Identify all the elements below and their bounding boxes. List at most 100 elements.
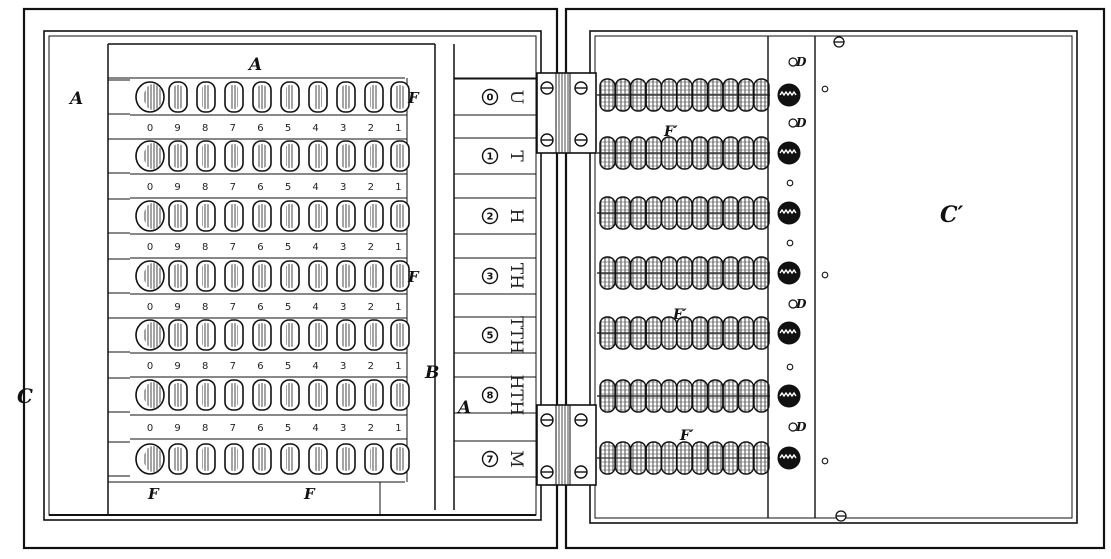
bead <box>280 140 300 172</box>
counter-bead <box>630 316 647 350</box>
place-number-circle <box>481 267 499 285</box>
digit-label: 2 <box>368 361 374 372</box>
place-number-circle <box>481 326 499 344</box>
pin-hole <box>821 457 829 465</box>
digit-label: 4 <box>312 242 318 253</box>
row-knob <box>777 384 801 408</box>
counter-bead <box>722 196 739 230</box>
counter-bead <box>645 136 662 170</box>
digit-label: 0 <box>147 242 153 253</box>
counter-bead <box>599 316 616 350</box>
place-number-circle <box>481 207 499 225</box>
digit-label: 7 <box>230 182 236 193</box>
place-letter: T <box>506 150 526 162</box>
counter-bead <box>691 256 709 290</box>
bead <box>280 200 300 232</box>
counter-bead <box>707 316 724 350</box>
bead <box>168 319 188 351</box>
counter-bead <box>630 78 647 112</box>
counter-bead <box>691 136 709 170</box>
right-bead-row <box>597 78 801 112</box>
digit-label: 5 <box>285 423 291 434</box>
counter-bead <box>614 379 632 413</box>
hinge-top <box>536 72 597 154</box>
digit-label: 4 <box>312 302 318 313</box>
bead <box>336 200 356 232</box>
digit-label: 3 <box>340 182 346 193</box>
digit-label: 7 <box>230 423 236 434</box>
counter-bead <box>707 379 724 413</box>
bead <box>196 379 216 411</box>
bead <box>364 319 384 351</box>
bead-row <box>108 317 410 353</box>
right-bead-row <box>597 379 801 413</box>
digit-label: 4 <box>312 182 318 193</box>
bead <box>196 319 216 351</box>
digit-label: 3 <box>340 242 346 253</box>
bead-row <box>108 377 410 413</box>
counter-bead <box>691 196 709 230</box>
counter-bead <box>722 441 739 475</box>
bead <box>252 140 272 172</box>
counter-bead <box>599 379 616 413</box>
large-bead <box>135 379 165 411</box>
bead <box>168 379 188 411</box>
right-bead-row <box>597 316 801 350</box>
bead <box>168 140 188 172</box>
counter-bead <box>753 136 770 170</box>
bead <box>390 140 410 172</box>
right-bead-row <box>597 441 801 475</box>
digit-label: 9 <box>174 302 180 313</box>
counter-bead <box>660 379 678 413</box>
counter-bead <box>676 136 693 170</box>
counter-bead <box>707 256 724 290</box>
counter-bead <box>599 441 616 475</box>
place-letter: TTH <box>506 316 526 354</box>
place-letter: H <box>506 209 526 224</box>
label-d-2: D <box>795 116 807 130</box>
digit-label: 5 <box>285 123 291 134</box>
bead <box>308 260 328 292</box>
place-letter: TH <box>506 263 526 289</box>
bead <box>196 140 216 172</box>
bead <box>252 260 272 292</box>
bead <box>390 200 410 232</box>
digit-label: 5 <box>285 242 291 253</box>
label-f-prime-2: F′ <box>672 307 687 323</box>
counter-bead <box>630 379 647 413</box>
label-f-row4: F <box>407 268 420 286</box>
counter-bead <box>722 78 739 112</box>
bead <box>168 81 188 113</box>
digit-label: 8 <box>202 182 208 193</box>
counter-bead <box>722 379 739 413</box>
bead <box>168 200 188 232</box>
bead <box>390 81 410 113</box>
digit-label: 2 <box>368 123 374 134</box>
digit-label: 4 <box>312 361 318 372</box>
bead-row <box>108 79 410 115</box>
label-c: C <box>17 384 33 408</box>
counter-bead <box>691 316 709 350</box>
place-number-circle <box>481 88 499 106</box>
large-bead <box>135 81 165 113</box>
counter-bead <box>753 256 770 290</box>
right-case <box>564 7 1106 550</box>
bead <box>224 319 244 351</box>
digit-label: 9 <box>174 423 180 434</box>
label-b: B <box>424 363 439 383</box>
bead <box>224 140 244 172</box>
large-bead <box>135 200 165 232</box>
label-a-left: A <box>68 89 83 109</box>
bead <box>196 81 216 113</box>
counter-bead <box>630 256 647 290</box>
digit-label: 2 <box>368 302 374 313</box>
digit-label: 2 <box>368 423 374 434</box>
row-knob <box>777 141 801 165</box>
digit-label: 9 <box>174 182 180 193</box>
digit-label: 7 <box>230 302 236 313</box>
counter-bead <box>614 78 632 112</box>
